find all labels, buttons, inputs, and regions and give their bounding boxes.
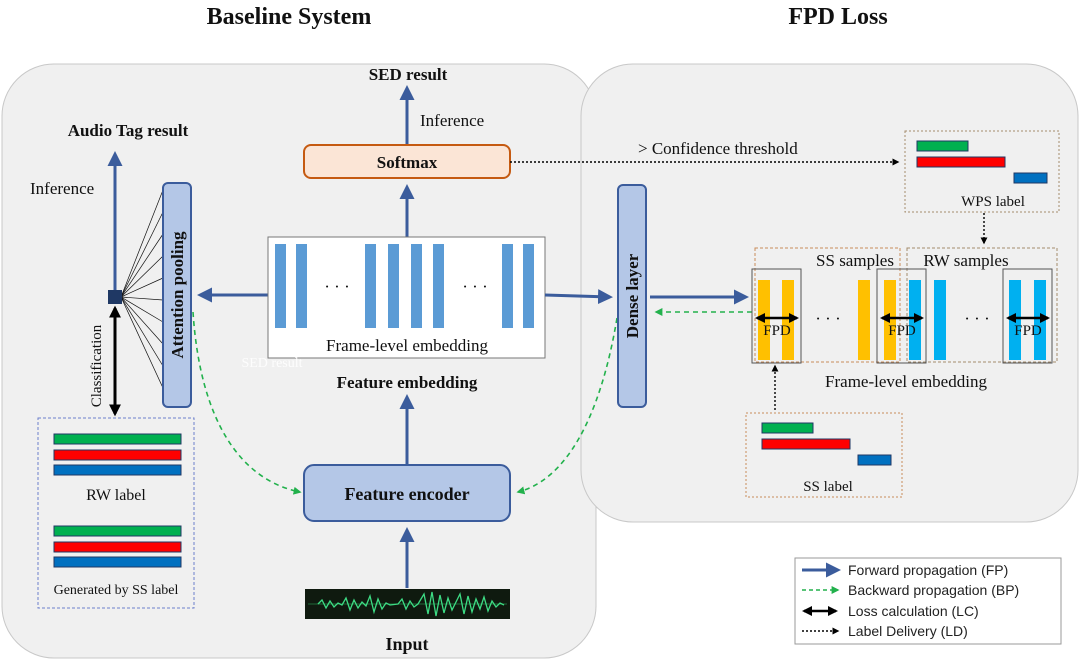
embedding-ellipsis-right: · · · — [462, 277, 487, 296]
fpd-group-2 — [876, 268, 927, 364]
legend-forward-label: Forward propagation (FP) — [848, 562, 1008, 578]
labels-box — [37, 417, 195, 609]
attention-pooling-box — [162, 182, 192, 408]
ss-samples-label: SS samples — [816, 251, 894, 270]
input-label: Input — [385, 634, 428, 654]
embedding-bars — [275, 244, 534, 328]
fpd-loss-title: FPD Loss — [788, 4, 887, 30]
wps-label-box — [904, 130, 1060, 213]
ss-label-box — [745, 412, 903, 498]
baseline-system-title: Baseline System — [207, 4, 372, 30]
confidence-threshold-label: > Confidence threshold — [638, 139, 798, 158]
fpd-text-3: FPD — [1014, 323, 1042, 339]
feature-encoder-label: Feature encoder — [344, 484, 469, 504]
rw-label-text: RW label — [86, 487, 146, 504]
feature-embedding-label: Feature embedding — [337, 373, 478, 392]
input-waveform — [305, 589, 510, 619]
fpd-text-2: FPD — [888, 323, 916, 339]
audio-tag-result-label: Audio Tag result — [68, 121, 189, 140]
inference-top-label: Inference — [420, 111, 484, 130]
dense-layer-box — [617, 184, 647, 408]
rw-label-bars — [53, 433, 182, 476]
ss-label-bars — [761, 422, 892, 466]
rw-samples-label: RW samples — [923, 251, 1008, 270]
frame-level-embedding-label: Frame-level embedding — [326, 336, 488, 355]
attention-pooling-label: Attention pooling — [168, 231, 187, 359]
inference-left-label: Inference — [30, 179, 94, 198]
fpd-loss-panel — [580, 63, 1079, 523]
bp-attention-to-encoder — [192, 311, 302, 495]
legend-loss-label: Loss calculation (LC) — [848, 603, 979, 619]
bp-dense-to-encoder — [516, 317, 618, 495]
embedding-ellipsis-left: · · · — [324, 277, 349, 296]
ss-samples-box — [754, 247, 901, 363]
classification-label: Classification — [89, 324, 105, 407]
sed-result-faded-label: SED result — [241, 356, 302, 371]
embedding-to-dense-arrow — [544, 289, 613, 305]
rw-samples-box — [906, 247, 1058, 363]
ss-generated-label-bars — [53, 525, 182, 568]
fpd-text-1: FPD — [763, 323, 791, 339]
frame-level-embedding-box — [267, 236, 546, 359]
aggregation-node — [108, 290, 122, 304]
legend-backward-label: Backward propagation (BP) — [848, 582, 1019, 598]
generated-by-ss-label-text: Generated by SS label — [54, 583, 179, 598]
wps-label-bars — [916, 140, 1048, 184]
sed-result-label: SED result — [369, 65, 448, 84]
fpd-group-1 — [751, 268, 802, 364]
wps-label-text: WPS label — [961, 194, 1025, 210]
dense-layer-label: Dense layer — [623, 253, 642, 338]
attention-fan-lines — [120, 189, 164, 389]
fpd-group-3 — [1002, 268, 1053, 364]
sample-bars — [758, 280, 1046, 360]
samples-ellipsis-left: · · · — [815, 309, 840, 328]
softmax-label: Softmax — [377, 153, 438, 172]
samples-ellipsis-right: · · · — [964, 309, 989, 328]
legend: Forward propagation (FP) Backward propag… — [794, 557, 1062, 645]
ss-label-text: SS label — [803, 479, 853, 495]
feature-encoder-box — [303, 464, 511, 522]
legend-delivery-label: Label Delivery (LD) — [848, 623, 968, 639]
fpd-frame-level-embedding-label: Frame-level embedding — [825, 372, 987, 391]
